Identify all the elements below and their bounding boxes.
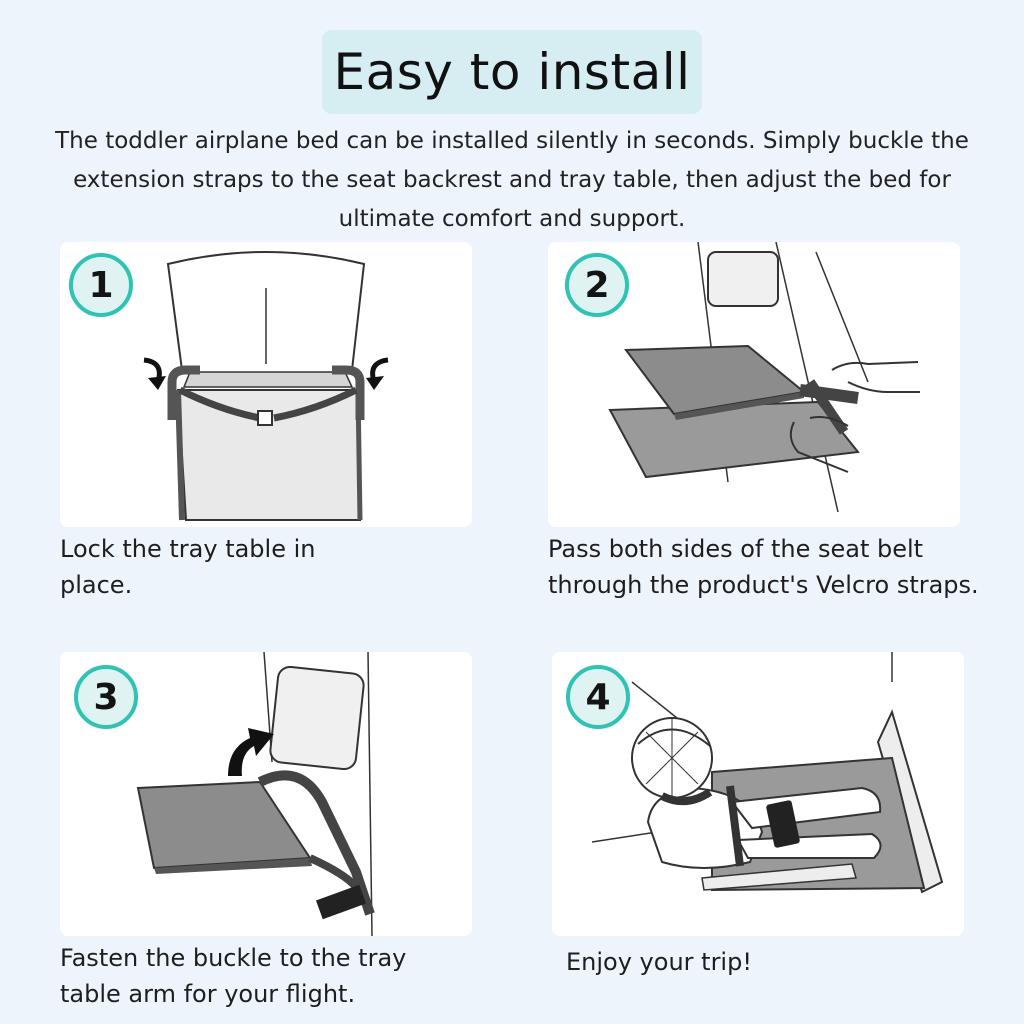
- step-2-caption: Pass both sides of the seat belt through…: [548, 535, 979, 599]
- step-2-illustration: [608, 242, 920, 513]
- step-4-caption: Enjoy your trip!: [566, 948, 752, 976]
- step-1-caption: Lock the tray table in place.: [60, 535, 316, 599]
- page-title: Easy to install: [333, 43, 691, 101]
- step-2-badge: 2: [565, 253, 629, 317]
- step-4-panel: 4: [552, 652, 964, 936]
- title-highlight: Easy to install: [322, 30, 702, 114]
- step-3-caption: Fasten the buckle to the tray table arm …: [60, 944, 407, 1008]
- intro-paragraph: The toddler airplane bed can be installe…: [55, 128, 969, 232]
- step-1-panel: 1: [60, 242, 472, 527]
- step-1-badge: 1: [69, 253, 133, 317]
- step-2-panel: 2: [548, 242, 960, 527]
- step-3-panel: 3: [60, 652, 472, 936]
- step-3-illustration: [136, 652, 375, 936]
- step-4-illustration: [591, 652, 944, 894]
- step-1-illustration: [143, 251, 389, 521]
- step-4-badge: 4: [566, 665, 630, 729]
- step-3-badge: 3: [74, 665, 138, 729]
